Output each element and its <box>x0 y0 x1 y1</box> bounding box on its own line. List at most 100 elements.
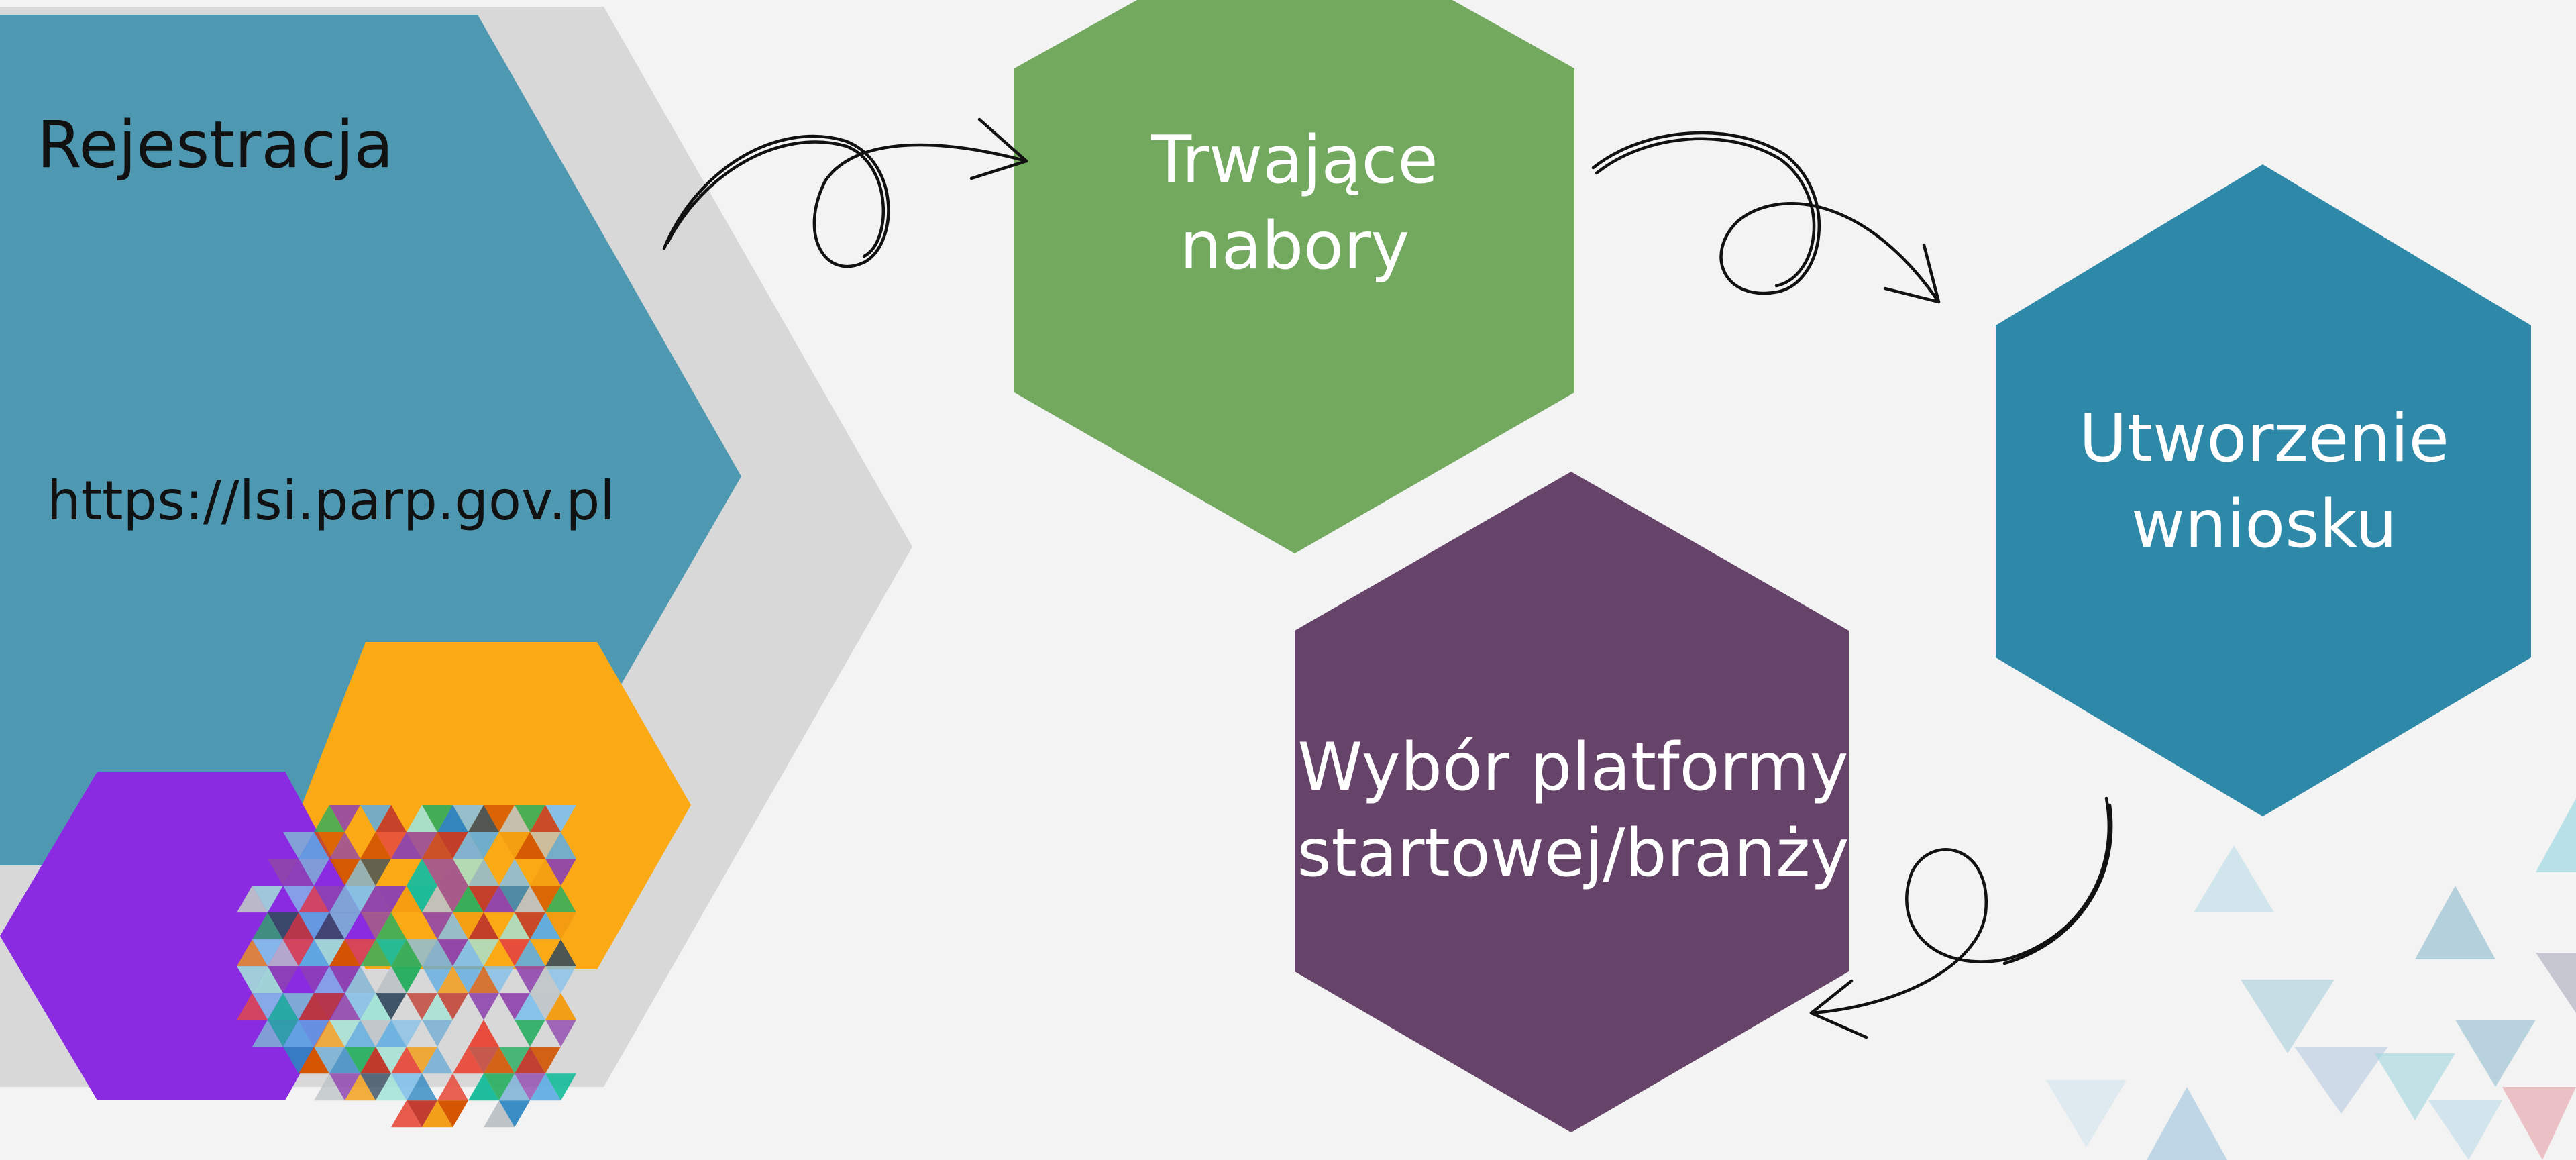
mosaic-triangle <box>345 1073 376 1101</box>
mosaic-triangle <box>360 939 391 967</box>
mosaic-triangle <box>329 886 360 913</box>
mosaic-triangle <box>499 1073 530 1101</box>
mosaic-triangle <box>437 939 468 967</box>
decorative-logo <box>0 642 691 1128</box>
mosaic-triangle <box>453 805 484 833</box>
mosaic-triangle <box>545 939 576 967</box>
mosaic-triangle <box>252 886 283 913</box>
mosaic-triangle <box>268 966 299 994</box>
mosaic-triangle <box>468 805 499 833</box>
corner-triangle <box>2536 953 2576 1013</box>
mosaic-triangle <box>530 832 561 859</box>
mosaic-triangle <box>329 939 360 967</box>
mosaic-triangle <box>422 859 453 886</box>
mosaic-triangle <box>299 886 329 913</box>
mosaic-triangle <box>545 912 576 940</box>
mosaic-triangle <box>252 939 283 967</box>
mosaic-triangle <box>345 1020 376 1047</box>
mosaic-triangle <box>437 886 468 913</box>
mosaic-triangle <box>545 966 576 994</box>
mosaic-triangle <box>484 966 515 994</box>
mosaic-triangle <box>499 1100 530 1128</box>
mosaic-triangle <box>391 1100 422 1128</box>
mosaic-triangle <box>345 859 376 886</box>
mosaic-triangle <box>453 859 484 886</box>
mosaic-triangle <box>468 966 499 994</box>
mosaic-triangle <box>314 1047 345 1074</box>
mosaic-triangle <box>437 832 468 859</box>
mosaic-triangle <box>237 939 268 967</box>
mosaic-triangle <box>237 993 268 1020</box>
mosaic-triangle <box>437 859 468 886</box>
mosaic-triangle <box>407 832 437 859</box>
mosaic-triangle <box>468 939 499 967</box>
mosaic-triangle <box>453 966 484 994</box>
mosaic-triangle <box>391 1020 422 1047</box>
mosaic-triangle <box>345 886 376 913</box>
mosaic-triangle <box>268 993 299 1020</box>
step-label-line: startowej/branży <box>1297 815 1849 892</box>
mosaic-triangle <box>515 1073 545 1101</box>
mosaic-triangle <box>484 805 515 833</box>
mosaic-triangle <box>314 886 345 913</box>
mosaic-triangle <box>545 886 576 913</box>
mosaic-triangle <box>545 832 576 859</box>
mosaic-triangle <box>530 1047 561 1074</box>
mosaic-triangle <box>360 912 391 940</box>
corner-triangle <box>2046 1080 2127 1147</box>
mosaic-triangle <box>345 939 376 967</box>
mosaic-triangle <box>283 1020 314 1047</box>
mosaic-triangle <box>360 805 391 833</box>
mosaic-triangle <box>422 966 453 994</box>
mosaic-triangle <box>376 1020 407 1047</box>
mosaic-triangle <box>530 912 561 940</box>
mosaic-triangle <box>407 859 437 886</box>
mosaic-triangle <box>468 859 499 886</box>
mosaic-triangle <box>515 1047 545 1074</box>
mosaic-triangle <box>453 886 484 913</box>
mosaic-triangle <box>376 993 407 1020</box>
corner-triangle <box>2375 1053 2455 1120</box>
mosaic-triangle <box>360 1047 391 1074</box>
mosaic-triangle <box>530 859 561 886</box>
registration-title: Rejestracja <box>37 107 394 182</box>
mosaic-triangle <box>376 912 407 940</box>
mosaic-triangle <box>268 912 299 940</box>
mosaic-triangle <box>437 1073 468 1101</box>
mosaic-triangle <box>283 912 314 940</box>
mosaic-triangle <box>237 886 268 913</box>
mosaic-triangle <box>407 939 437 967</box>
mosaic-triangle <box>437 993 468 1020</box>
mosaic-triangle <box>407 886 437 913</box>
corner-triangle <box>2455 1020 2536 1087</box>
mosaic-triangle <box>376 939 407 967</box>
step-label-line: Wybór platformy <box>1297 729 1849 806</box>
mosaic-triangle <box>468 832 499 859</box>
mosaic-triangle <box>376 1073 407 1101</box>
mosaic-triangle <box>468 1020 499 1047</box>
mosaic-triangle <box>468 993 499 1020</box>
mosaic-triangle <box>468 1047 499 1074</box>
mosaic-triangle <box>376 886 407 913</box>
mosaic-triangle <box>407 993 437 1020</box>
mosaic-triangle <box>252 966 283 994</box>
mosaic-triangle <box>484 886 515 913</box>
mosaic-triangle <box>422 939 453 967</box>
mosaic-triangle <box>391 886 422 913</box>
mosaic-triangle <box>314 993 345 1020</box>
step-hexagon-ongoing-calls <box>1014 0 1574 553</box>
mosaic-triangle <box>345 966 376 994</box>
mosaic-triangle <box>499 939 530 967</box>
mosaic-triangle <box>376 966 407 994</box>
mosaic-triangle <box>545 1020 576 1047</box>
corner-triangle <box>2294 1047 2388 1114</box>
mosaic-triangle <box>299 966 329 994</box>
corner-triangle <box>2194 845 2274 912</box>
mosaic-triangle <box>299 859 329 886</box>
mosaic-triangle <box>314 832 345 859</box>
mosaic-triangle <box>314 805 345 833</box>
mosaic-triangle <box>345 993 376 1020</box>
mosaic-triangle <box>422 993 453 1020</box>
mosaic-pattern <box>237 805 576 1128</box>
mosaic-triangle <box>314 939 345 967</box>
